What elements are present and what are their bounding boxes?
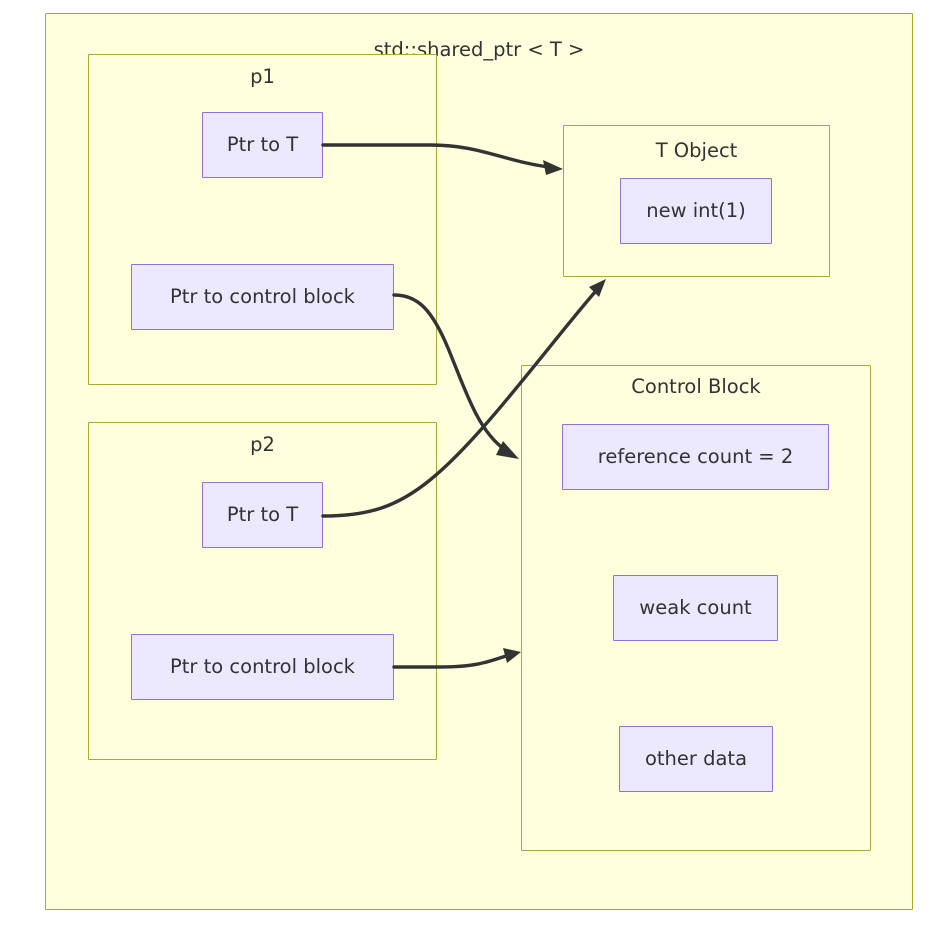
node-p1-ptr-to-t-label: Ptr to T xyxy=(226,133,299,156)
node-weak-count-label: weak count xyxy=(639,596,752,619)
cluster-t-object-label: T Object xyxy=(655,139,738,162)
node-p2-ptr-to-control-block-label: Ptr to control block xyxy=(170,655,355,678)
node-p2-ptr-to-control-block[interactable]: Ptr to control block xyxy=(131,634,394,700)
node-p1-ptr-to-control-block[interactable]: Ptr to control block xyxy=(131,264,394,330)
cluster-p1-label: p1 xyxy=(250,65,275,88)
node-reference-count[interactable]: reference count = 2 xyxy=(562,424,829,490)
node-other-data[interactable]: other data xyxy=(619,726,773,792)
node-p1-ptr-to-control-block-label: Ptr to control block xyxy=(170,285,355,308)
cluster-p2: p2 xyxy=(88,422,437,760)
cluster-control-block-label: Control Block xyxy=(631,375,761,398)
node-other-data-label: other data xyxy=(644,747,748,770)
node-p2-ptr-to-t[interactable]: Ptr to T xyxy=(202,482,323,548)
node-weak-count[interactable]: weak count xyxy=(613,575,778,641)
cluster-p1: p1 xyxy=(88,54,437,385)
node-new-int-label: new int(1) xyxy=(646,199,746,222)
node-p1-ptr-to-t[interactable]: Ptr to T xyxy=(202,112,323,178)
node-new-int[interactable]: new int(1) xyxy=(620,178,772,244)
node-p2-ptr-to-t-label: Ptr to T xyxy=(226,503,299,526)
node-reference-count-label: reference count = 2 xyxy=(597,445,794,468)
cluster-p2-label: p2 xyxy=(250,433,275,456)
